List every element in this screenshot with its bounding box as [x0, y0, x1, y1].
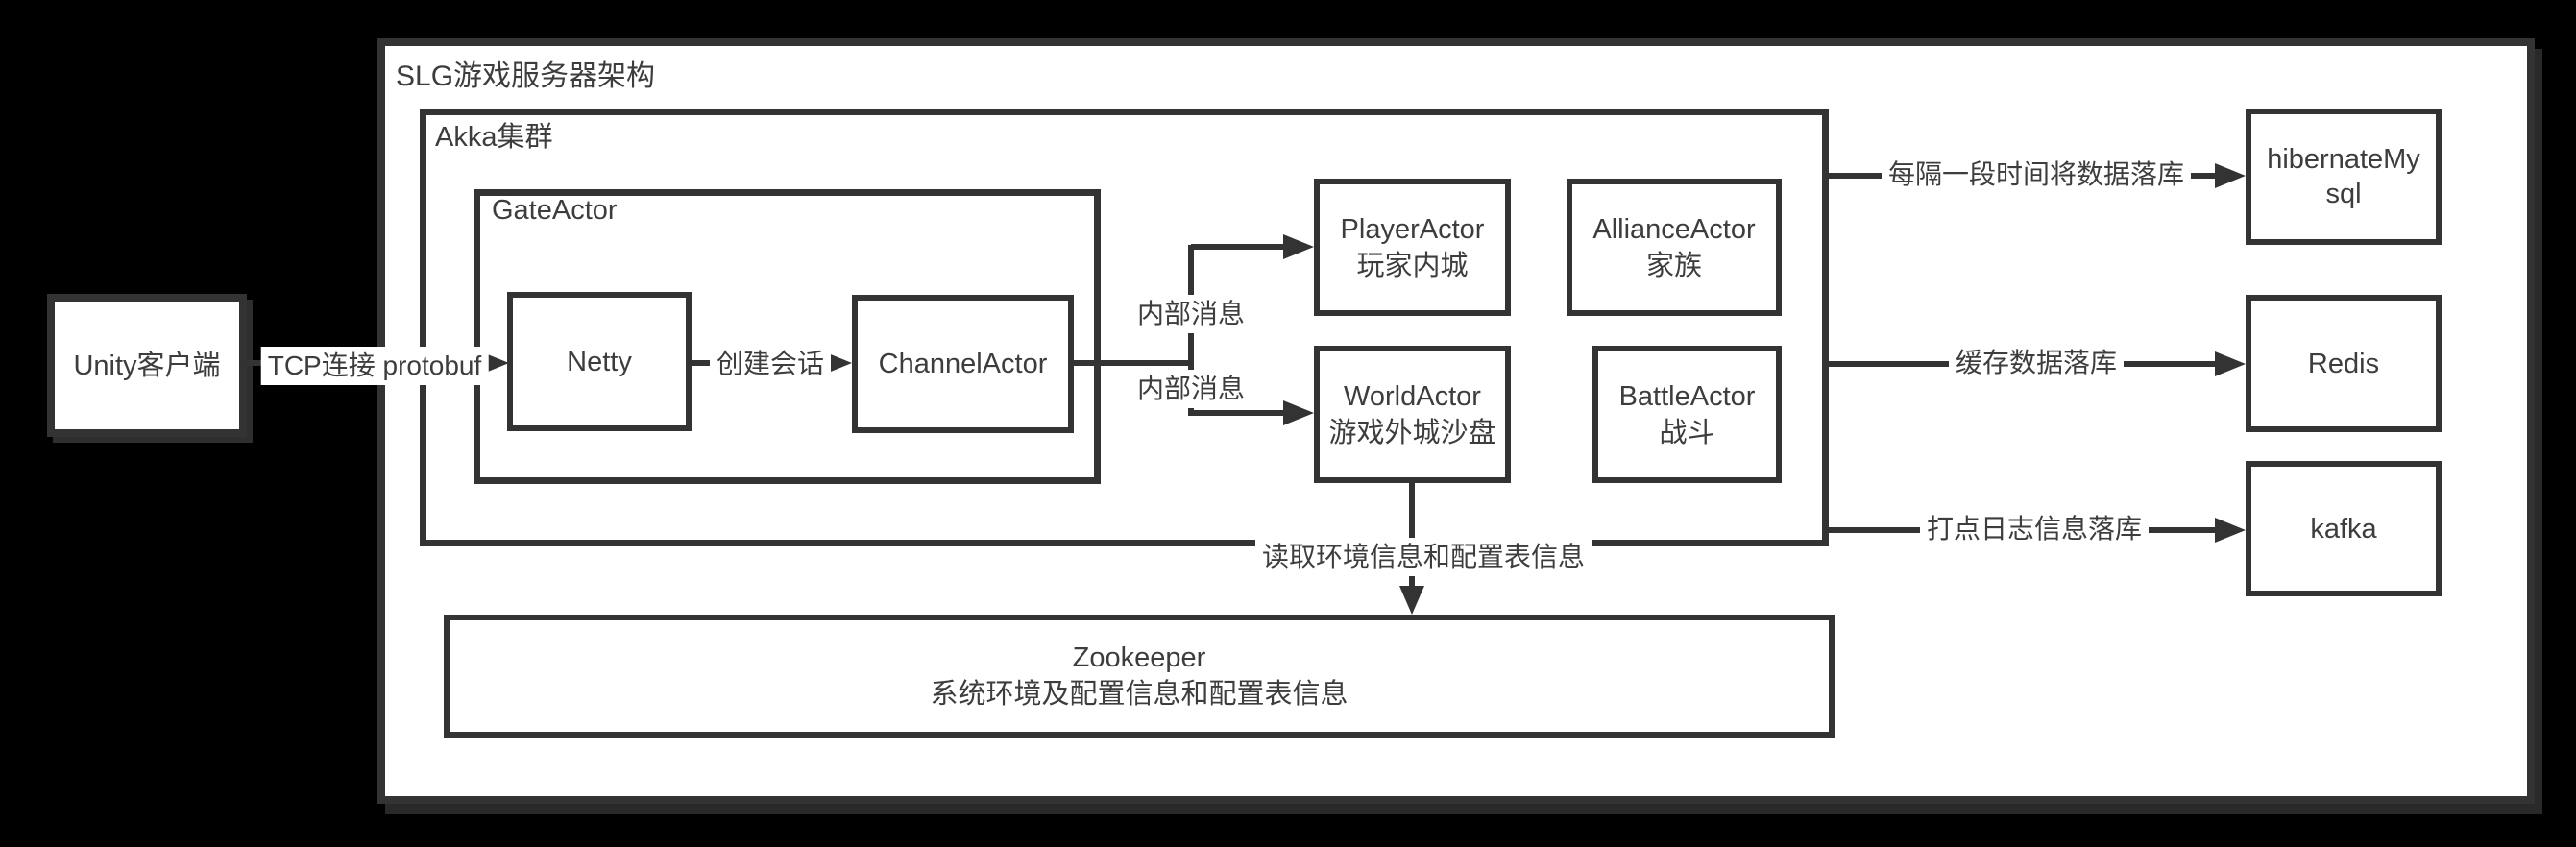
edge-fork-world-line — [1191, 410, 1285, 416]
node-player-actor-desc: 玩家内城 — [1356, 250, 1469, 281]
edge-akka-kafka-arrowhead-icon — [2215, 518, 2246, 543]
node-alliance-actor-name: AllianceActor — [1592, 213, 1756, 245]
node-hibernate-mysql-line2: sql — [2325, 179, 2362, 209]
node-channel-actor: ChannelActor — [852, 295, 1074, 433]
edge-fork-player-arrowhead-icon — [1283, 234, 1314, 259]
edge-label-internal-msg-top: 内部消息 — [1130, 295, 1252, 333]
node-redis: Redis — [2246, 295, 2442, 432]
node-battle-actor-desc: 战斗 — [1659, 417, 1715, 448]
node-battle-actor-name: BattleActor — [1618, 380, 1756, 412]
node-redis-label: Redis — [2307, 348, 2380, 379]
edge-label-internal-msg-bottom: 内部消息 — [1130, 370, 1252, 408]
node-hibernate-mysql: hibernateMy sql — [2246, 109, 2442, 245]
node-unity-client: Unity客户端 — [47, 294, 247, 437]
edge-fork-world-arrowhead-icon — [1283, 400, 1314, 425]
node-zookeeper-desc: 系统环境及配置信息和配置表信息 — [930, 679, 1349, 710]
edge-label-tcp-protobuf: TCP连接 protobuf — [260, 347, 489, 385]
edge-label-log-db: 打点日志信息落库 — [1919, 510, 2150, 548]
node-alliance-actor: AllianceActor 家族 — [1567, 179, 1782, 316]
node-kafka: kafka — [2246, 461, 2442, 596]
node-alliance-actor-desc: 家族 — [1645, 250, 1702, 281]
edge-akka-redis-arrowhead-icon — [2215, 351, 2246, 376]
node-zookeeper-name: Zookeeper — [1072, 642, 1206, 673]
gate-actor-label: GateActor — [492, 195, 618, 226]
node-zookeeper: Zookeeper 系统环境及配置信息和配置表信息 — [444, 615, 1835, 738]
node-world-actor-name: WorldActor — [1344, 380, 1481, 412]
node-channel-actor-label: ChannelActor — [878, 349, 1048, 379]
node-world-actor-desc: 游戏外城沙盘 — [1328, 417, 1496, 448]
node-battle-actor: BattleActor 战斗 — [1592, 346, 1782, 483]
edge-label-create-session: 创建会话 — [709, 345, 832, 383]
akka-cluster-label: Akka集群 — [435, 122, 553, 153]
node-netty-label: Netty — [567, 346, 632, 377]
node-kafka-label: kafka — [2310, 513, 2377, 544]
node-player-actor: PlayerActor 玩家内城 — [1314, 179, 1511, 316]
edge-world-zookeeper-arrowhead-icon — [1399, 586, 1424, 615]
edge-label-cache-db: 缓存数据落库 — [1948, 344, 2125, 382]
edge-channel-fork-line — [1074, 360, 1194, 366]
node-world-actor: WorldActor 游戏外城沙盘 — [1314, 346, 1511, 483]
edge-akka-hibernate-arrowhead-icon — [2215, 163, 2246, 188]
diagram-title: SLG游戏服务器架构 — [396, 60, 656, 92]
node-unity-client-label: Unity客户端 — [73, 350, 221, 381]
edge-label-persist-db: 每隔一段时间将数据落库 — [1881, 156, 2192, 194]
node-player-actor-name: PlayerActor — [1340, 213, 1485, 245]
node-hibernate-mysql-line1: hibernateMy — [2267, 144, 2420, 175]
edge-fork-player-line — [1191, 244, 1285, 250]
edge-label-read-config: 读取环境信息和配置表信息 — [1254, 538, 1592, 576]
edge-world-zookeeper-line — [1409, 483, 1415, 586]
node-netty: Netty — [507, 292, 692, 431]
